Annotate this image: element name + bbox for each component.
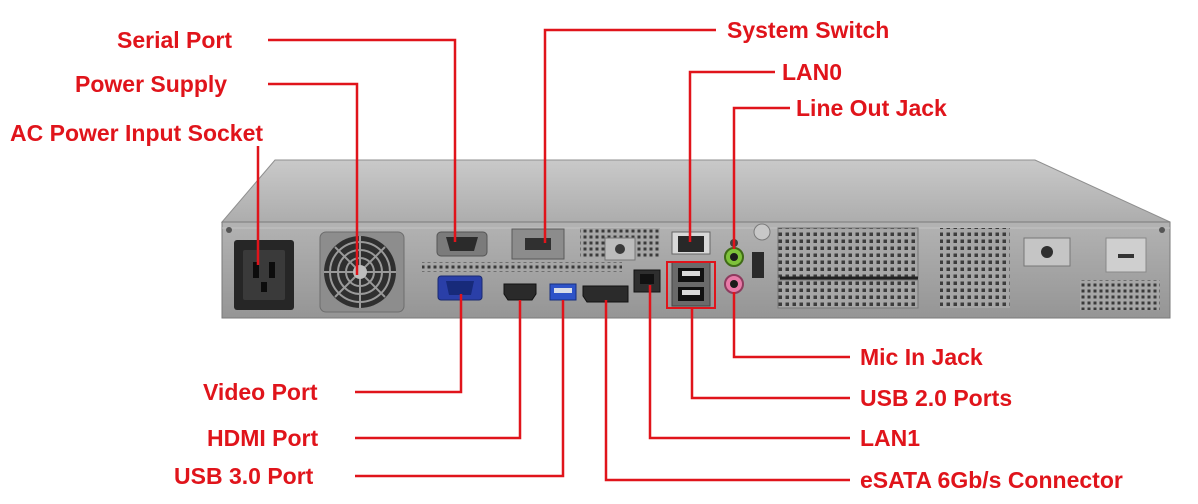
psu-fan [319, 231, 405, 313]
label-serial-port: Serial Port [117, 27, 233, 53]
lan0-port [671, 231, 711, 255]
label-power-supply: Power Supply [75, 71, 228, 97]
riser-latch [752, 223, 771, 278]
ac-power-socket [234, 240, 294, 310]
leader-lines [256, 28, 850, 482]
label-lan1: LAN1 [860, 425, 921, 451]
usb30-port [549, 283, 577, 301]
lan1-port [633, 269, 661, 293]
mic-in-jack [724, 274, 744, 294]
line-out-jack [724, 247, 744, 267]
screw [226, 227, 232, 233]
label-esata-connector: eSATA 6Gb/s Connector [860, 467, 1123, 493]
blank-cover-plate [604, 237, 636, 261]
vent-row-left [422, 262, 622, 272]
vent-right-lower [1080, 280, 1160, 310]
serial-port [436, 231, 488, 257]
leader-power-supply [268, 82, 359, 275]
hdmi-port [503, 283, 537, 301]
leader-lan0 [688, 70, 775, 242]
vent-right-block [940, 228, 1010, 308]
screw [1159, 227, 1165, 233]
leader-system-switch [543, 28, 716, 243]
leader-video-port [355, 294, 463, 394]
right-blank-cover [1023, 237, 1071, 267]
label-line-out-jack: Line Out Jack [796, 95, 947, 121]
label-system-switch: System Switch [727, 17, 890, 43]
leader-line-out [732, 106, 790, 249]
label-usb20-ports: USB 2.0 Ports [860, 385, 1013, 411]
leader-lan1 [648, 285, 850, 440]
esata-connector [582, 285, 629, 303]
video-port [437, 275, 483, 301]
label-ac-power-input-socket: AC Power Input Socket [10, 120, 264, 146]
leader-usb30-port [355, 300, 565, 478]
leader-esata [604, 300, 850, 482]
label-hdmi-port: HDMI Port [207, 425, 319, 451]
label-mic-in-jack: Mic In Jack [860, 344, 983, 370]
system-switch [511, 228, 565, 260]
right-blank-cover-2 [1105, 237, 1147, 273]
label-usb30-port: USB 3.0 Port [174, 463, 314, 489]
label-video-port: Video Port [203, 379, 318, 405]
usb20-ports [671, 261, 711, 307]
leader-hdmi-port [355, 300, 522, 440]
chassis-top [220, 159, 1171, 223]
leader-usb20-ports [690, 308, 850, 400]
label-lan0: LAN0 [782, 59, 843, 85]
leader-mic-in [732, 292, 850, 359]
leader-serial-port [268, 38, 457, 242]
expansion-slot-area [777, 227, 919, 309]
